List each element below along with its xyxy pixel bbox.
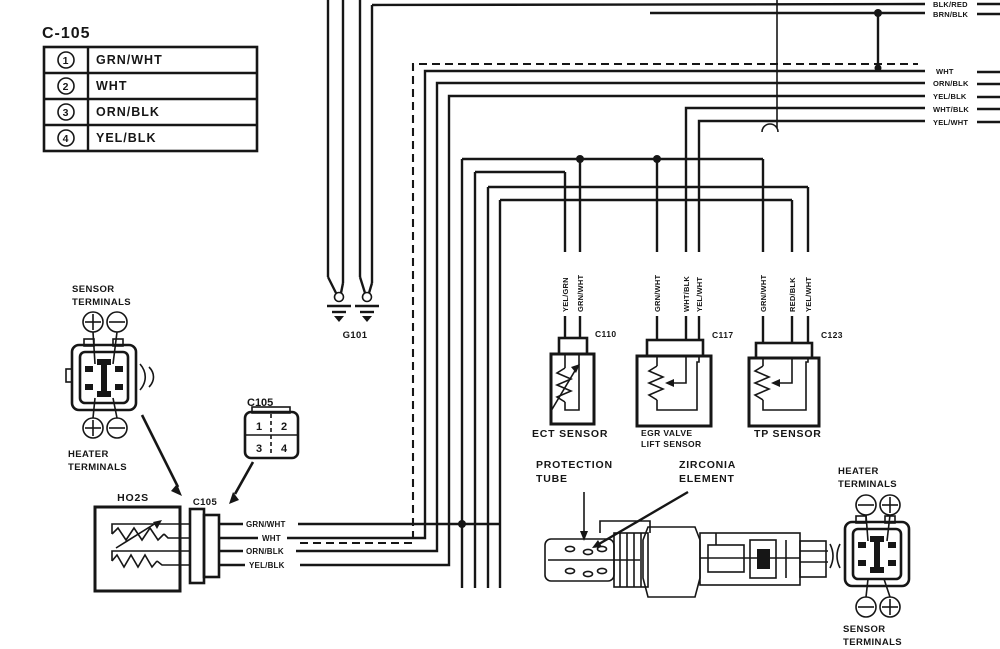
terminals-label: HEATER: [68, 449, 109, 460]
pin-number: 4: [281, 443, 288, 455]
cable-break: [836, 543, 841, 569]
wire-color-label: GRN/WHT: [653, 275, 662, 312]
terminals-label: TERMINALS: [68, 462, 127, 473]
sensor-name: LIFT SENSOR: [641, 439, 702, 449]
ground-symbol: [355, 291, 379, 322]
pin-number: 1: [63, 55, 70, 67]
pin-number: 2: [63, 81, 70, 93]
wire-color-label: ORN/BLK: [933, 79, 969, 88]
wire-color-label: GRN/WHT: [759, 275, 768, 312]
wire-color-label: RED/BLK: [788, 277, 797, 312]
c105-face: C105 1 2 3 4: [229, 397, 300, 504]
wire-color-label: GRN/WHT: [576, 275, 585, 312]
sensor-bus-wiring: [460, 155, 810, 588]
right-connector-face: HEATER TERMINALS: [838, 466, 911, 648]
o2-sensor-cutaway: PROTECTION TUBE ZIRCONIA ELEMENT: [536, 459, 841, 598]
wire-color-label: YEL/BLK: [933, 92, 967, 101]
wire-color-label: WHT: [262, 534, 281, 543]
minus-terminal-icon: [855, 596, 877, 618]
egr-lift-sensor: C117 EGR VALVE LIFT SENSOR: [635, 330, 733, 449]
minus-terminal-icon: [106, 311, 128, 333]
cable-break: [829, 543, 834, 569]
callout-arrowhead: [229, 492, 239, 504]
ect-sensor: C110 ECT SENSOR: [532, 329, 616, 440]
wire-color-label: ORN/BLK: [246, 547, 284, 556]
connector-pin-table: C-105 1 2 3 4 GRN/WHT WHT ORN/BLK YEL/BL…: [42, 25, 259, 153]
component-label: HO2S: [117, 492, 149, 504]
minus-terminal-icon: [855, 494, 877, 516]
connector-id: C117: [712, 330, 733, 340]
keyway: [85, 359, 123, 397]
minus-terminal-icon: [106, 417, 128, 439]
wire-color-label: ORN/BLK: [96, 105, 160, 119]
pin-number: 4: [63, 133, 70, 145]
ho2s-circuit: HO2S C105 GRN/WHT WHT ORN/BLK YEL/BLK: [93, 492, 500, 593]
right-edge-wire-labels: BLK/RED BRN/BLK WHT ORN/BLK YEL/BLK WHT/…: [933, 0, 969, 127]
ground-symbol: [327, 291, 351, 322]
wire-color-label: BRN/BLK: [933, 10, 969, 19]
pin-number: 2: [281, 421, 287, 433]
wire-color-label: WHT: [96, 79, 127, 93]
plus-terminal-icon: [879, 494, 901, 516]
plus-terminal-icon: [879, 596, 901, 618]
connector-id: C105: [247, 397, 273, 409]
wire-color-label: YEL/GRN: [561, 277, 570, 312]
wire-color-label: BLK/RED: [933, 0, 968, 9]
terminals-label: SENSOR: [72, 284, 115, 295]
left-connector-face: SENSOR TERMINALS: [65, 284, 182, 496]
connector-id: C105: [193, 497, 218, 508]
wire-color-label: YEL/WHT: [804, 277, 813, 312]
callout-label: TUBE: [536, 473, 568, 485]
pin-number: 3: [256, 443, 262, 455]
pin-number: 3: [63, 107, 70, 119]
tp-sensor: C123 TP SENSOR: [747, 330, 843, 440]
plus-terminal-icon: [82, 417, 104, 439]
wire-color-label: YEL/BLK: [249, 561, 285, 570]
sensor-name: EGR VALVE: [641, 428, 692, 438]
wire-color-label: YEL/BLK: [96, 131, 156, 145]
rotated-wire-labels: YEL/GRN GRN/WHT GRN/WHT WHT/BLK YEL/WHT …: [561, 275, 813, 312]
wire-color-label: WHT/BLK: [933, 105, 969, 114]
harness-to-ecm: [287, 0, 1000, 567]
callout-arrowhead: [171, 484, 182, 496]
connector-id: C110: [595, 329, 616, 339]
sensor-name: ECT SENSOR: [532, 428, 608, 440]
terminals-label: SENSOR: [843, 624, 886, 635]
terminals-label: TERMINALS: [838, 479, 897, 490]
wire-color-label: GRN/WHT: [246, 520, 286, 529]
wire-color-label: YEL/WHT: [695, 277, 704, 312]
callout-arrowhead: [580, 531, 588, 541]
terminals-label: TERMINALS: [72, 297, 131, 308]
ground-wires: G101: [326, 0, 379, 341]
terminals-label: TERMINALS: [843, 637, 902, 648]
wire-color-label: WHT/BLK: [682, 276, 691, 312]
wire-color-label: YEL/WHT: [933, 118, 968, 127]
plus-terminal-icon: [82, 311, 104, 333]
terminals-label: HEATER: [838, 466, 879, 477]
wire-color-label: WHT: [936, 67, 954, 76]
pin-number: 1: [256, 421, 262, 433]
table-title: C-105: [42, 25, 91, 42]
connector-id: C123: [821, 330, 843, 340]
callout-label: ZIRCONIA: [679, 459, 736, 471]
wire-color-label: GRN/WHT: [96, 53, 163, 67]
callout-label: ELEMENT: [679, 473, 735, 485]
sensor-name: TP SENSOR: [754, 428, 822, 440]
ground-label: G101: [343, 330, 368, 341]
keyway: [858, 536, 896, 573]
callout-label: PROTECTION: [536, 459, 613, 471]
